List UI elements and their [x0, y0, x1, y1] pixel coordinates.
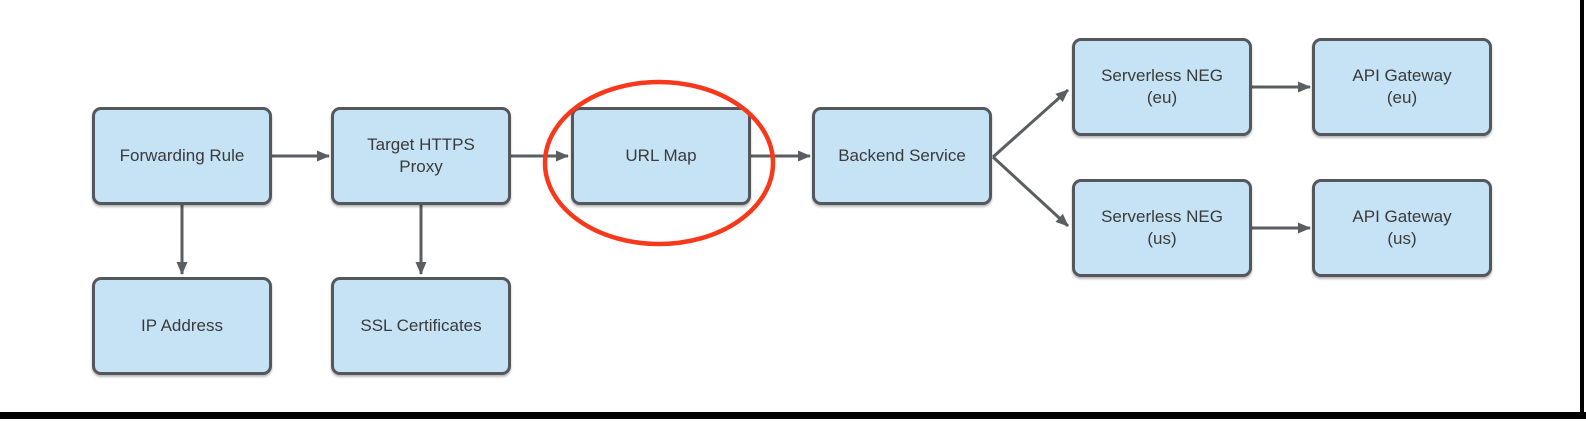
frame-right-edge — [1580, 0, 1584, 419]
node-label-api-gateway-eu: API Gateway (eu) — [1352, 65, 1452, 107]
node-label-serverless-neg-eu: Serverless NEG (eu) — [1101, 65, 1223, 107]
node-label-serverless-neg-us: Serverless NEG (us) — [1101, 206, 1223, 248]
node-ssl-certificates: SSL Certificates — [331, 277, 511, 375]
node-label-forwarding-rule: Forwarding Rule — [119, 145, 245, 165]
node-label-ssl-certificates: SSL Certificates — [360, 315, 482, 335]
node-ip-address: IP Address — [92, 277, 272, 375]
node-label-api-gateway-us: API Gateway (us) — [1352, 206, 1452, 248]
frame-bottom-bar — [0, 412, 1586, 419]
node-target-https-proxy: Target HTTPS Proxy — [331, 107, 511, 205]
node-label-url-map: URL Map — [625, 145, 697, 165]
node-forwarding-rule: Forwarding Rule — [92, 107, 272, 205]
node-backend-service: Backend Service — [812, 107, 992, 205]
node-serverless-neg-eu: Serverless NEG (eu) — [1072, 38, 1252, 136]
node-url-map: URL Map — [571, 107, 751, 205]
node-label-backend-service: Backend Service — [838, 145, 966, 165]
node-serverless-neg-us: Serverless NEG (us) — [1072, 179, 1252, 277]
node-api-gateway-us: API Gateway (us) — [1312, 179, 1492, 277]
node-label-ip-address: IP Address — [141, 315, 223, 335]
node-api-gateway-eu: API Gateway (eu) — [1312, 38, 1492, 136]
node-label-target-https-proxy: Target HTTPS Proxy — [367, 134, 475, 176]
